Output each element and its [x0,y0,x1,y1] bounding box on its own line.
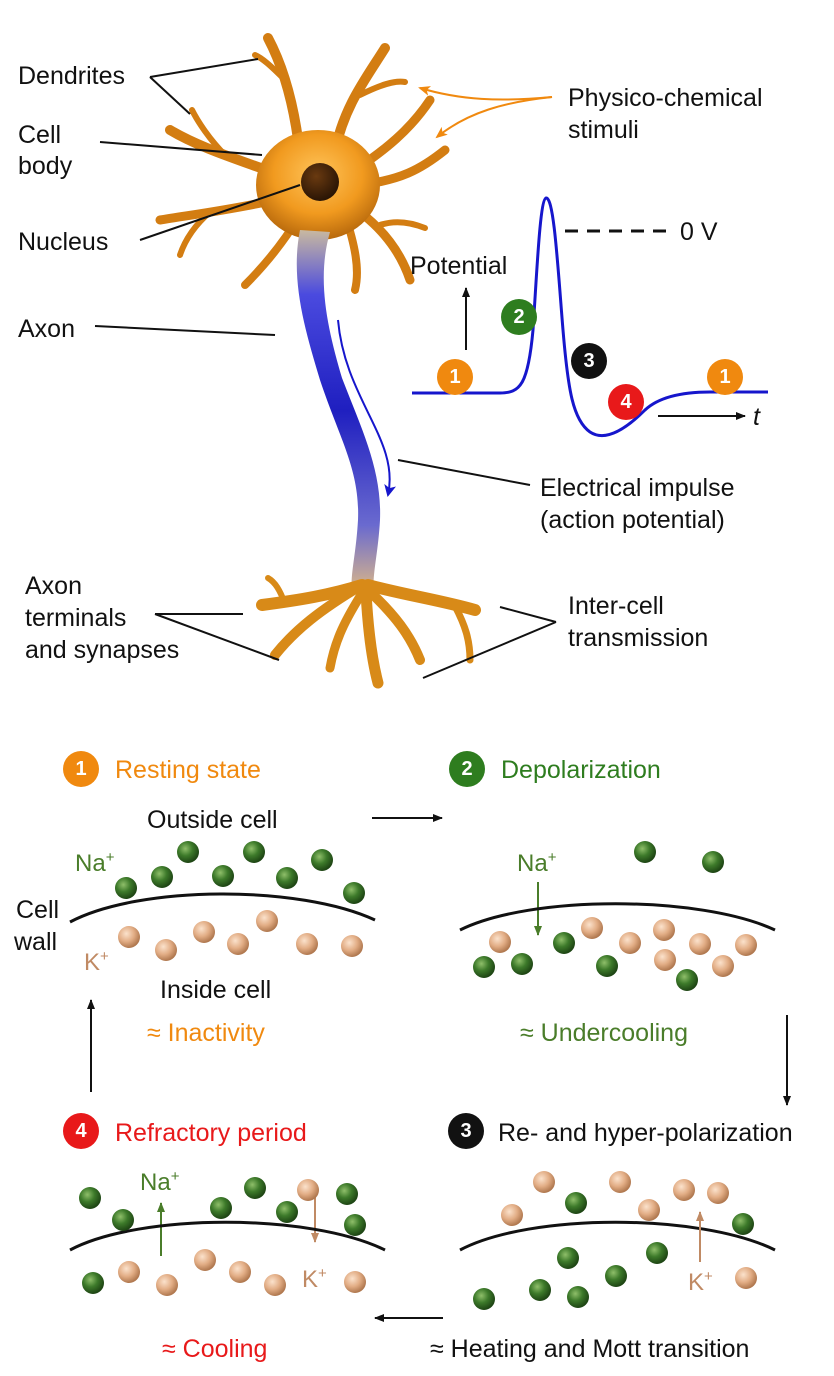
phase-marker-1: 1 [437,359,473,395]
state-resting: 1 Resting state Outside cell Inside cell… [13,751,376,1047]
state-refractory-title: Refractory period [115,1119,307,1147]
potential-curve [412,196,768,438]
label-impulse-2: (action potential) [540,506,725,534]
k-label-repolarization: K+ [688,1268,713,1296]
label-axon-terminals-2: terminals [25,604,126,632]
cell-membrane-resting [69,892,376,924]
nucleus-shape [301,163,339,201]
inside-cell-label: Inside cell [160,976,271,1004]
zero-volt-label: 0 V [680,218,718,246]
analogy-refractory: ≈ Cooling [162,1335,267,1363]
ions-depolarization [473,841,757,991]
label-axon-terminals-1: Axon [25,572,82,600]
cell-membrane-repolarization [459,1220,776,1252]
phase-marker-3-text: 3 [583,350,594,372]
label-nucleus: Nucleus [18,228,108,256]
phase-marker-3: 3 [571,343,607,379]
label-stimuli-1: Physico-chemical [568,84,763,112]
phase-marker-1-end-text: 1 [719,366,730,388]
ions-repolarization [473,1171,757,1310]
cell-wall-label-1: Cell [16,896,59,924]
y-axis-label: Potential [410,252,507,280]
na-label-depolarization: Na+ [517,849,557,877]
state-repolarization-number: 3 [460,1120,471,1142]
label-transmission-2: transmission [568,624,708,652]
axon-shape [296,230,381,590]
analogy-depolarization: ≈ Undercooling [520,1019,688,1047]
label-cell: Cell [18,121,61,149]
cycle-arrows [87,814,791,1322]
cell-membrane-depolarization [459,902,776,932]
na-label-resting: Na+ [75,849,115,877]
axon-terminals-shape [256,575,481,689]
state-depolarization-title: Depolarization [501,756,661,784]
state-depolarization: 2 Depolarization Na+ ≈ Undercooling [449,751,776,1047]
state-depolarization-number: 2 [461,758,472,780]
state-refractory: 4 Refractory period Na+ K+ ≈ Cooling [63,1113,386,1363]
cell-wall-label-2: wall [13,928,57,956]
state-repolarization-title: Re- and hyper-polarization [498,1119,793,1147]
state-resting-number: 1 [75,758,86,780]
phase-marker-4-text: 4 [620,391,632,413]
label-axon: Axon [18,315,75,343]
label-stimuli-2: stimuli [568,116,639,144]
ions-resting [115,841,365,961]
phase-marker-1-end: 1 [707,359,743,395]
action-potential-plot: 0 V Potential t 1 2 3 4 1 [410,196,768,438]
label-body: body [18,152,73,180]
neuron-illustration [155,33,481,689]
phase-marker-2: 2 [501,299,537,335]
analogy-repolarization: ≈ Heating and Mott transition [430,1335,749,1363]
label-transmission-1: Inter-cell [568,592,664,620]
x-axis-label: t [753,403,761,431]
phase-marker-1-text: 1 [449,366,460,388]
cell-membrane-refractory [69,1220,386,1252]
ions-refractory [79,1177,366,1296]
k-label-resting: K+ [84,948,109,976]
state-repolarization: 3 Re- and hyper-polarization K+ ≈ Heatin… [430,1113,793,1363]
na-label-refractory: Na+ [140,1168,180,1196]
leader-lines [94,58,557,679]
impulse-direction-arrow [337,319,396,497]
label-axon-terminals-3: and synapses [25,636,179,664]
analogy-resting: ≈ Inactivity [147,1019,265,1047]
outside-cell-label: Outside cell [147,806,278,834]
state-refractory-number: 4 [75,1120,87,1142]
state-resting-title: Resting state [115,756,261,784]
k-label-refractory: K+ [302,1265,327,1293]
stimuli-arrows [418,86,553,139]
phase-marker-2-text: 2 [513,306,524,328]
label-dendrites: Dendrites [18,62,125,90]
phase-marker-4: 4 [608,384,644,420]
label-impulse-1: Electrical impulse [540,474,735,502]
